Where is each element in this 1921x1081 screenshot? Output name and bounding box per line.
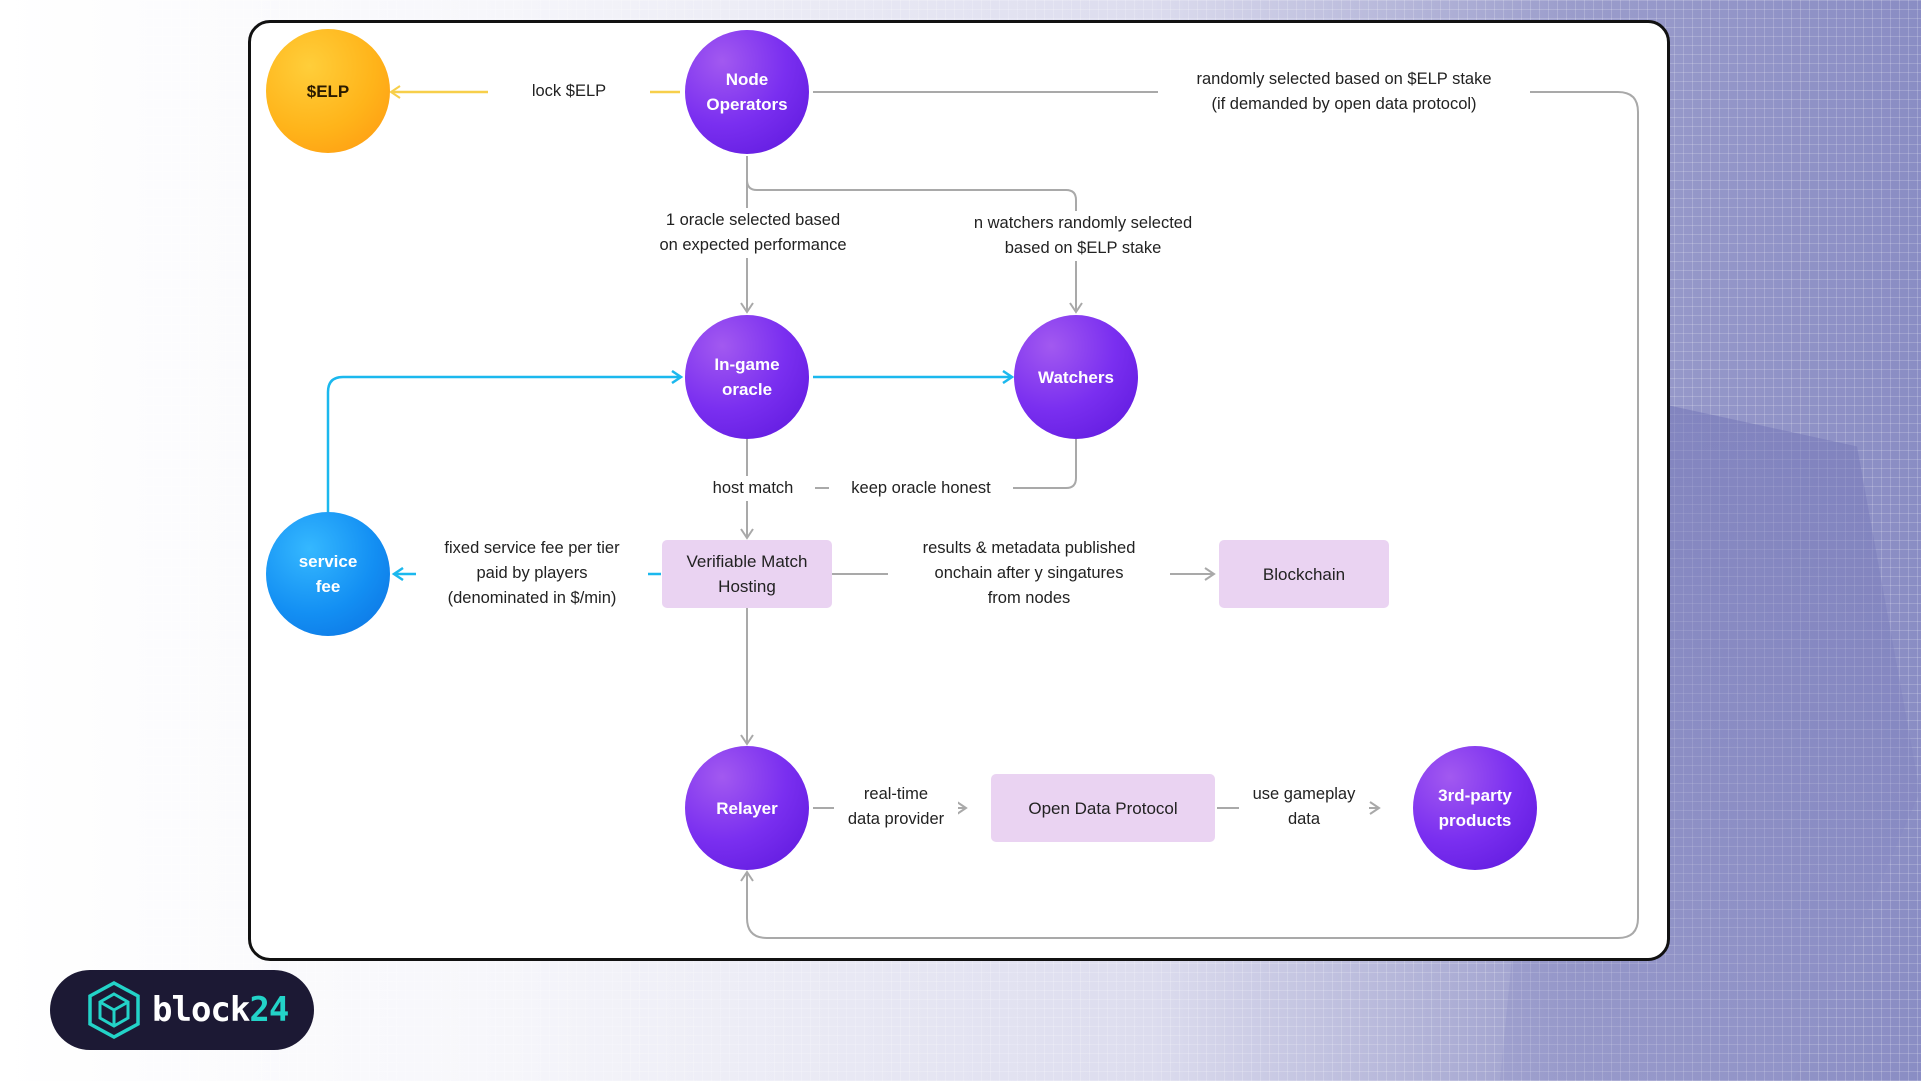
label-service-fee-desc: fixed service fee per tier paid by playe… bbox=[416, 536, 648, 611]
node-third-party-label: 3rd-party products bbox=[1438, 786, 1512, 830]
label-results: results & metadata published onchain aft… bbox=[888, 536, 1170, 611]
edge-watchers-selected bbox=[746, 179, 1083, 314]
label-host-match: host match bbox=[691, 476, 815, 501]
box-open-data-protocol: Open Data Protocol bbox=[991, 774, 1215, 842]
brand-logo: block24 bbox=[50, 970, 314, 1050]
brand-name: block24 bbox=[152, 990, 289, 1030]
box-verifiable-label: Verifiable Match Hosting bbox=[686, 552, 808, 596]
edge-random-selection bbox=[740, 91, 1639, 939]
box-blockchain: Blockchain bbox=[1219, 540, 1389, 608]
brand-name-main: block bbox=[152, 990, 250, 1030]
node-watchers: Watchers bbox=[1014, 315, 1138, 439]
brand-name-accent: 24 bbox=[249, 990, 289, 1030]
box-blockchain-label: Blockchain bbox=[1262, 564, 1346, 584]
edge-fee-oracle bbox=[326, 377, 681, 512]
box-open-data-label: Open Data Protocol bbox=[1028, 798, 1178, 818]
node-watchers-label: Watchers bbox=[1038, 367, 1114, 387]
node-oracle-label: In-game oracle bbox=[714, 355, 780, 399]
label-keep-honest: keep oracle honest bbox=[829, 476, 1013, 501]
label-oracle-selected: 1 oracle selected based on expected perf… bbox=[628, 208, 878, 258]
node-relayer-label: Relayer bbox=[716, 798, 778, 818]
node-third-party: 3rd-party products bbox=[1413, 746, 1537, 870]
node-relayer: Relayer bbox=[685, 746, 809, 870]
label-watchers-selected: n watchers randomly selected based on $E… bbox=[932, 211, 1234, 261]
node-operators-label: Node Operators bbox=[706, 70, 788, 114]
label-use-gameplay: use gameplay data bbox=[1239, 782, 1369, 832]
box-verifiable-match: Verifiable Match Hosting bbox=[662, 540, 832, 608]
edge-keep-honest bbox=[747, 439, 1077, 489]
hexagon-cube-icon bbox=[88, 981, 140, 1039]
label-lock-elp: lock $ELP bbox=[488, 79, 650, 104]
label-random-selection: randomly selected based on $ELP stake (i… bbox=[1158, 67, 1530, 117]
flow-diagram: lock $ELP randomly selected based on $EL… bbox=[248, 20, 1670, 961]
node-ingame-oracle: In-game oracle bbox=[685, 315, 809, 439]
label-realtime: real-time data provider bbox=[834, 782, 958, 832]
node-service-fee-label: service fee bbox=[298, 552, 358, 596]
node-service-fee: service fee bbox=[266, 512, 390, 636]
node-node-operators: Node Operators bbox=[685, 30, 809, 154]
node-elp-label: $ELP bbox=[306, 81, 350, 101]
node-elp: $ELP bbox=[266, 29, 390, 153]
